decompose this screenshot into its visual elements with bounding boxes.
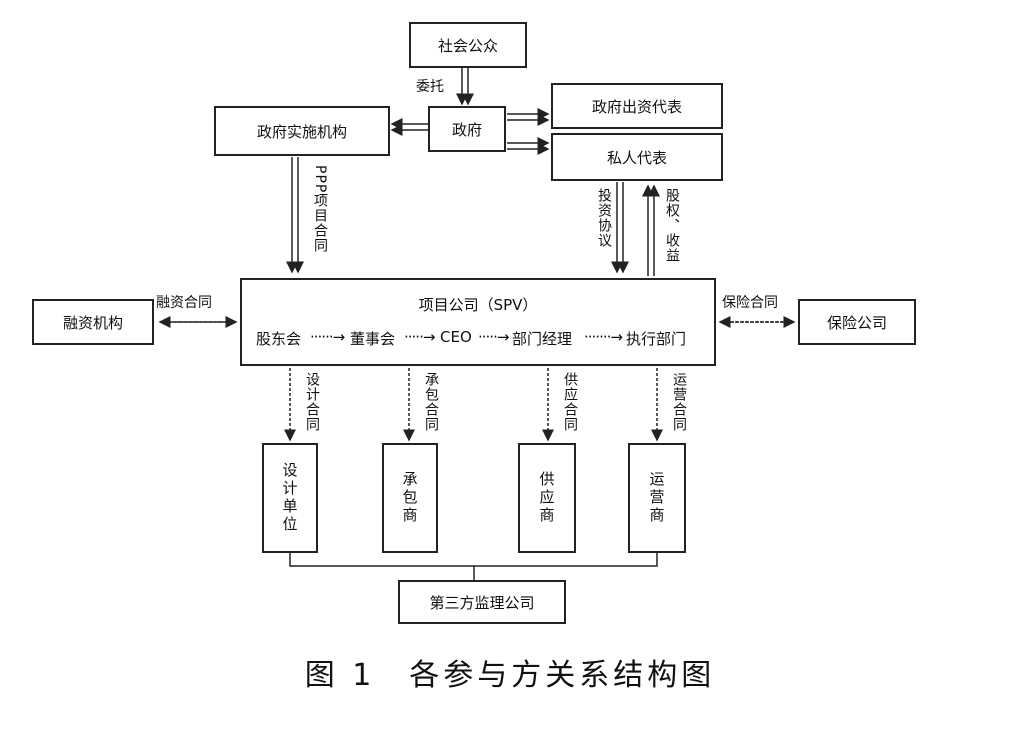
financing-label: 融资机构: [62, 313, 123, 332]
ceo-label: CEO: [440, 328, 472, 346]
government-label: 政府: [451, 120, 482, 139]
private-rep-box: 私人代表: [551, 133, 723, 181]
public-label: 社会公众: [437, 36, 498, 55]
spv-box: 项目公司（SPV） 股东会 ······→ 董事会 ·····→ CEO ···…: [240, 278, 716, 366]
entrust-label: 委托: [416, 79, 444, 95]
gov-rep-box: 政府出资代表: [551, 83, 723, 129]
investment-agreement-label: 投资协议: [596, 188, 612, 248]
ppp-contract-label: PPP项目合同: [312, 165, 328, 254]
supervisor-label: 第三方监理公司: [429, 593, 535, 612]
contractor-box: 承包商: [382, 443, 438, 553]
supplier-box: 供应商: [518, 443, 576, 553]
contractor-label: 承包商: [400, 471, 419, 525]
figure-caption: 图 1 各参与方关系结构图: [304, 658, 716, 693]
chain-arrow: ·····→: [404, 328, 435, 346]
design-contract-label: 设计合同: [304, 372, 320, 432]
chain-arrow: ·······→: [584, 328, 623, 346]
insurance-box: 保险公司: [798, 299, 916, 345]
exec-dept-label: 执行部门: [626, 330, 687, 348]
design-unit-box: 设计单位: [262, 443, 318, 553]
board-label: 董事会: [350, 330, 396, 348]
shareholders-label: 股东会: [256, 330, 302, 348]
dept-manager-label: 部门经理: [512, 330, 573, 348]
design-unit-label: 设计单位: [280, 462, 299, 534]
equity-income-label: 股权、收益: [664, 188, 680, 263]
chain-arrow: ·····→: [478, 328, 509, 346]
insurance-contract-label: 保险合同: [722, 295, 778, 311]
financing-contract-label: 融资合同: [156, 295, 212, 311]
gov-rep-label: 政府出资代表: [591, 97, 682, 116]
supply-contract-label: 供应合同: [562, 372, 578, 432]
supervisor-box: 第三方监理公司: [398, 580, 566, 624]
financing-box: 融资机构: [32, 299, 154, 345]
private-rep-label: 私人代表: [606, 148, 667, 167]
insurance-label: 保险公司: [826, 313, 887, 332]
construction-contract-label: 承包合同: [423, 372, 439, 432]
chain-arrow: ······→: [310, 328, 345, 346]
gov-agency-label: 政府实施机构: [256, 122, 347, 141]
government-box: 政府: [428, 106, 506, 152]
gov-agency-box: 政府实施机构: [214, 106, 390, 156]
spv-title: 项目公司（SPV）: [418, 296, 538, 314]
operation-contract-label: 运营合同: [671, 372, 687, 432]
operator-box: 运营商: [628, 443, 686, 553]
supplier-label: 供应商: [537, 471, 556, 525]
operator-label: 运营商: [647, 471, 666, 525]
public-box: 社会公众: [409, 22, 527, 68]
